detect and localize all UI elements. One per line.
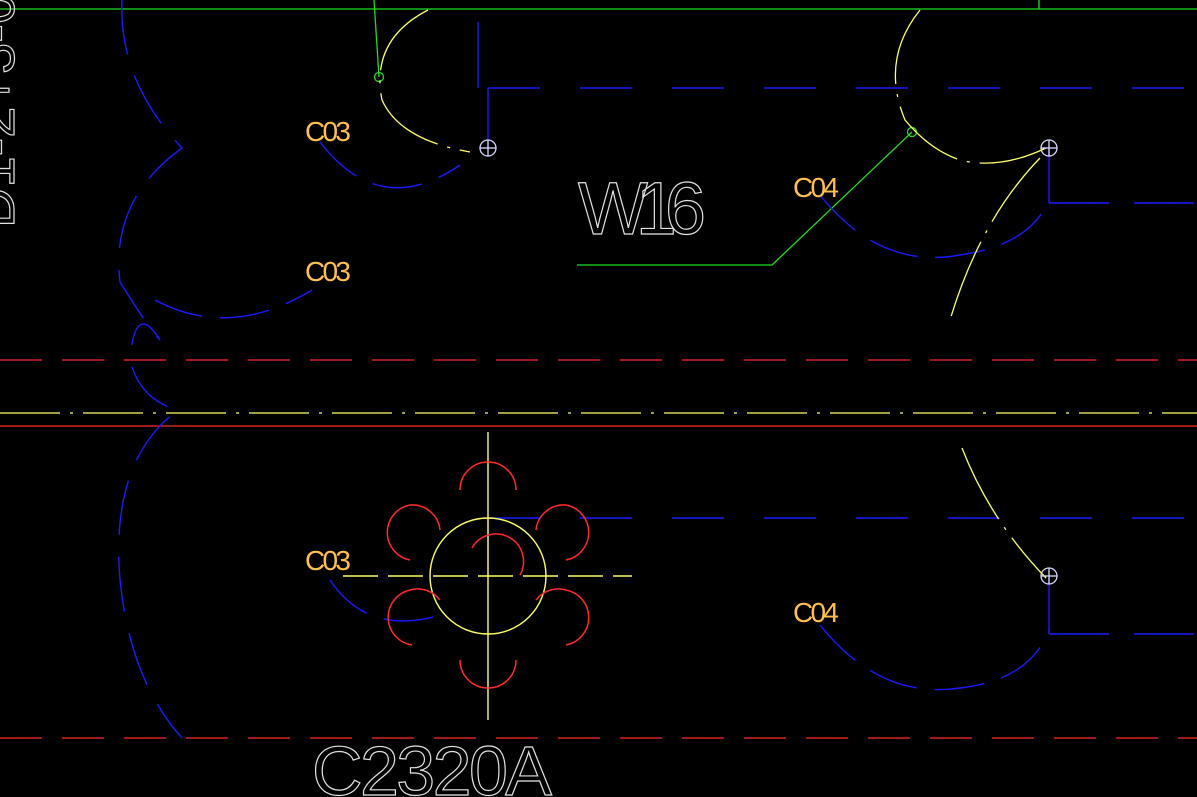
label-c03-top: C03 — [305, 116, 351, 147]
marker-circles — [479, 139, 1058, 585]
red-linework — [0, 359, 1197, 739]
label-side-rotated: D1-2+3-0 — [0, 0, 26, 228]
green-linework — [0, 0, 1197, 266]
label-wall-w16: W16 — [578, 167, 706, 250]
blue-pipe-lines — [477, 22, 1197, 635]
fixture-cluster — [343, 432, 632, 720]
label-c04-top: C04 — [793, 172, 839, 203]
leader-node-left — [373, 71, 385, 83]
marker-1 — [479, 139, 497, 157]
leader-line-w16 — [577, 131, 913, 266]
label-c04-low: C04 — [793, 597, 839, 628]
marker-3 — [1040, 567, 1058, 585]
label-c03-mid: C03 — [305, 256, 351, 287]
marker-2 — [1040, 139, 1058, 157]
leader-line-left — [373, 0, 380, 78]
yellow-dashed-arcs — [379, 9, 1047, 579]
label-c03-low: C03 — [305, 545, 351, 576]
blue-dashed-arcs — [118, 0, 184, 739]
blue-label-arcs — [154, 141, 1050, 691]
label-room-c2320a: C2320A — [312, 732, 552, 797]
